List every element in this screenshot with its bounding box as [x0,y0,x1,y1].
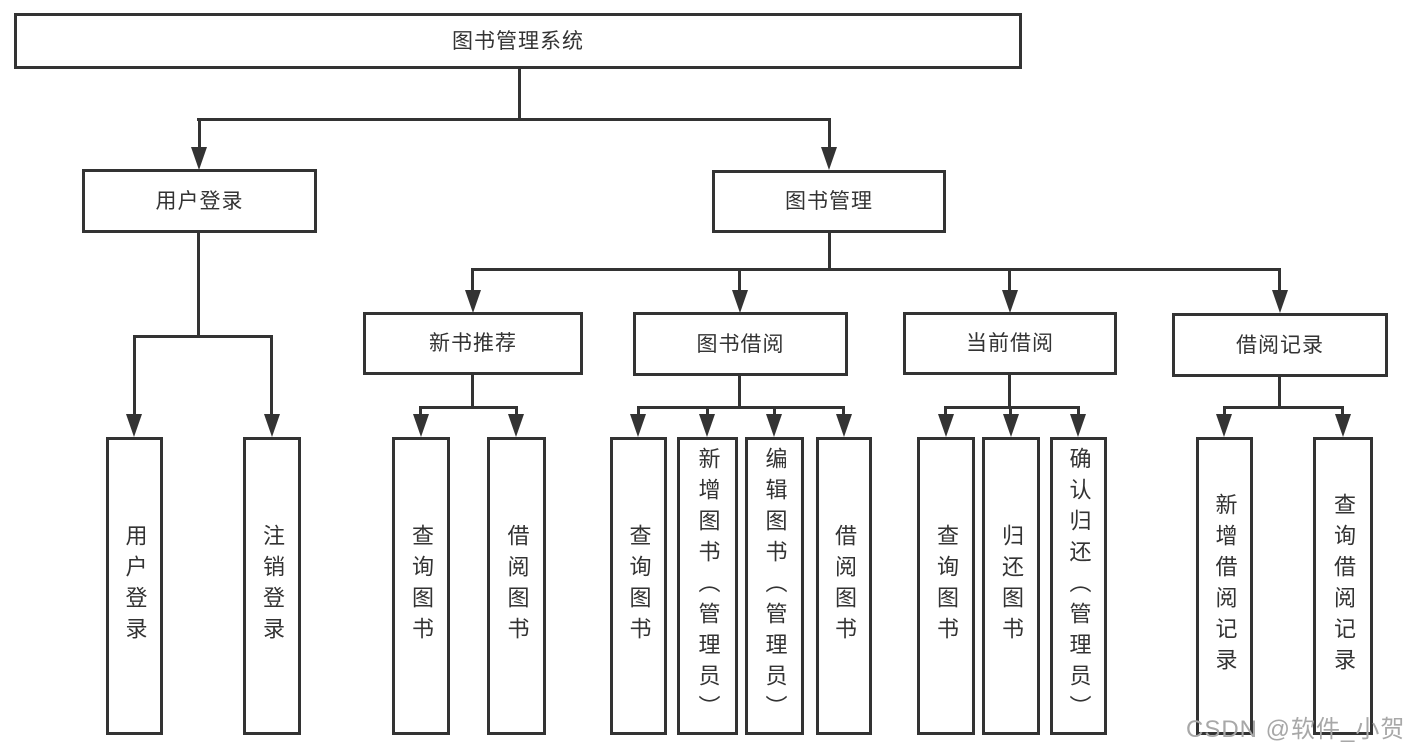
connector-line [637,406,640,418]
connector-line [738,268,741,292]
connector-line [1008,268,1011,292]
arrow-head [732,290,748,313]
connector-line [518,68,521,121]
connector-line [419,406,422,418]
arrow-head [699,414,715,437]
connector-line [637,406,845,409]
connector-line [197,118,831,121]
connector-line [471,375,474,409]
arrow-head [191,147,207,170]
node-borrow-books-1: 借阅图书 [487,437,546,735]
connector-line [197,231,200,338]
connector-line [1341,406,1344,418]
node-book-borrowing: 图书借阅 [633,312,848,376]
connector-line [842,406,845,418]
connector-line [1278,268,1281,292]
arrow-head [836,414,852,437]
node-query-books-3: 查询图书 [917,437,975,735]
connector-line [828,118,831,150]
connector-line [738,375,741,409]
node-query-borrow-record: 查询借阅记录 [1313,437,1373,735]
node-query-books-2: 查询图书 [610,437,667,735]
arrow-head [413,414,429,437]
node-current-borrowing: 当前借阅 [903,312,1117,375]
connector-line [515,406,518,418]
arrow-head [1070,414,1086,437]
node-book-management: 图书管理 [712,170,946,233]
connector-line [1077,406,1080,418]
connector-line [420,406,518,409]
connector-line [1223,406,1226,418]
connector-line [773,406,776,418]
node-library-management-system: 图书管理系统 [14,13,1022,69]
arrow-head [938,414,954,437]
connector-line [471,268,474,292]
node-user-login: 用户登录 [82,169,317,233]
node-add-borrow-record: 新增借阅记录 [1196,437,1253,735]
node-confirm-return-admin: 确认归还（管理员） [1050,437,1107,735]
connector-line [133,335,136,418]
arrow-head [1216,414,1232,437]
connector-line [944,406,1080,409]
connector-line [198,118,201,150]
arrow-head [465,290,481,313]
arrow-head [508,414,524,437]
node-query-books-1: 查询图书 [392,437,450,735]
arrow-head [821,147,837,170]
connector-line [944,406,947,418]
arrow-head [1335,414,1351,437]
arrow-head [1002,290,1018,313]
arrow-head [264,414,280,437]
node-user-login-leaf: 用户登录 [106,437,163,735]
arrow-head [126,414,142,437]
connector-line [1223,406,1344,409]
connector-line [133,335,273,338]
arrow-head [1272,290,1288,313]
node-borrowing-records: 借阅记录 [1172,313,1388,377]
arrow-head [630,414,646,437]
connector-line [706,406,709,418]
arrow-head [1003,414,1019,437]
connector-line [1278,377,1281,409]
watermark: CSDN @软件_小贺同学 [1186,716,1405,743]
node-new-book-recommendation: 新书推荐 [363,312,583,375]
node-edit-book-admin: 编辑图书（管理员） [745,437,804,735]
connector-line [270,335,273,418]
connector-line [1008,375,1011,409]
connector-line [471,268,1281,271]
connector-line [828,231,831,271]
node-borrow-books-2: 借阅图书 [816,437,872,735]
connector-line [1009,406,1012,418]
node-logout: 注销登录 [243,437,301,735]
arrow-head [766,414,782,437]
node-return-books: 归还图书 [982,437,1040,735]
node-add-book-admin: 新增图书（管理员） [677,437,738,735]
